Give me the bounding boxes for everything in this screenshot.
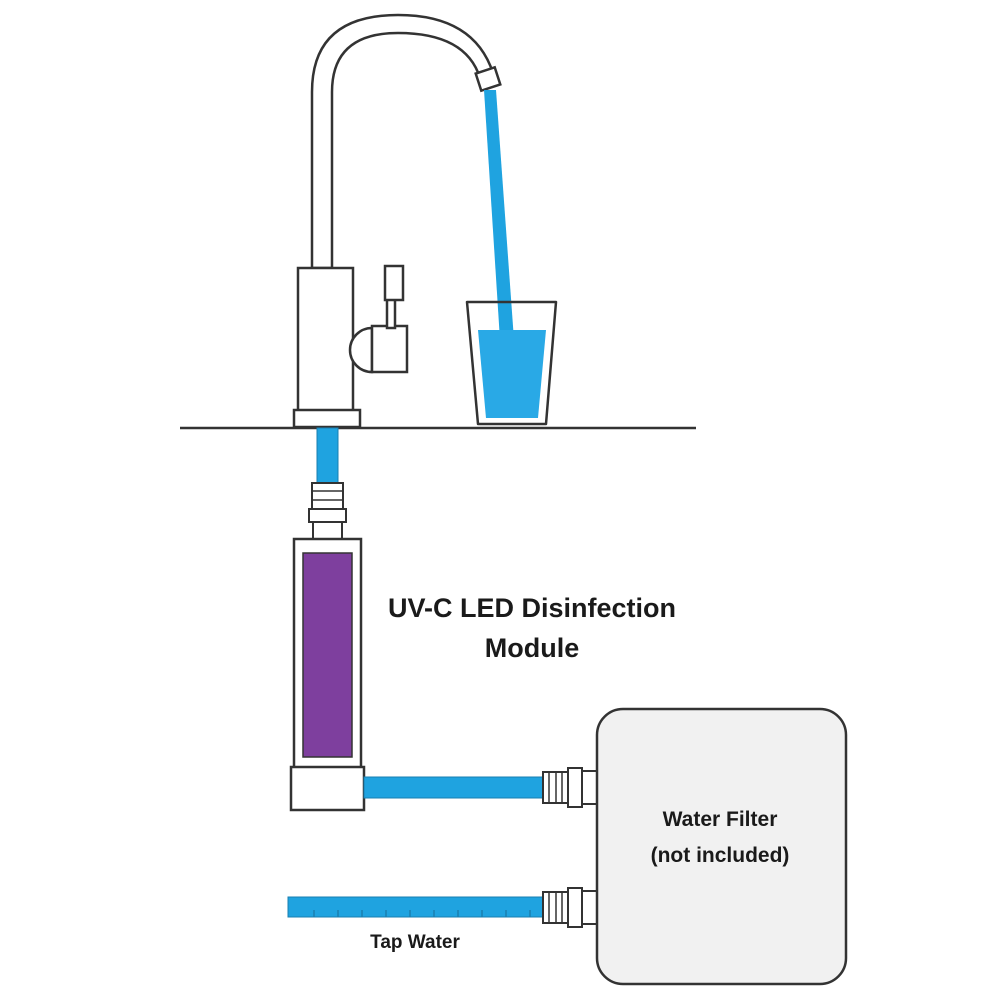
uv-module-label-line2: Module	[484, 633, 580, 663]
glass-water	[478, 330, 546, 418]
water-stream	[484, 90, 514, 340]
filter-inlet-fitting-icon	[542, 887, 599, 928]
water-filter-label-line2: (not included)	[650, 844, 790, 867]
faucet-icon	[292, 13, 502, 429]
tap-pipe-tick-marks	[313, 910, 531, 917]
uv-module-label: UV-C LED Disinfection Module	[362, 588, 702, 668]
faucet-base	[292, 408, 362, 429]
uv-module-icon	[289, 537, 366, 812]
glass-icon	[465, 300, 558, 426]
filter-outlet-fitting-icon	[542, 767, 599, 808]
tap-water-label: Tap Water	[370, 932, 460, 953]
faucet-spout	[310, 13, 495, 270]
uv-top-fitting-ring	[312, 521, 343, 541]
faucet-body	[296, 266, 355, 415]
uv-top-fitting-nut	[311, 482, 344, 510]
uv-module-label-line1: UV-C LED Disinfection	[387, 593, 677, 623]
glass-outline	[465, 300, 558, 426]
uv-chamber	[302, 552, 353, 758]
faucet-spout-tip	[474, 65, 502, 93]
pipe-faucet-to-uv	[316, 427, 339, 485]
faucet-lever-block	[370, 324, 409, 374]
water-filter-label-line1: Water Filter	[662, 808, 778, 831]
water-filter-box	[595, 707, 848, 986]
uv-module-base	[289, 765, 366, 812]
faucet-lever-knob	[348, 326, 374, 374]
pipe-uv-to-filter	[363, 776, 545, 799]
uv-top-fitting-collar	[308, 508, 347, 523]
water-filter-label: Water Filter (not included)	[610, 802, 830, 874]
fitting-icon	[308, 482, 347, 541]
faucet-lever-handle	[383, 264, 405, 302]
water-filter-icon	[595, 707, 848, 986]
faucet-lever-stem	[385, 296, 397, 330]
